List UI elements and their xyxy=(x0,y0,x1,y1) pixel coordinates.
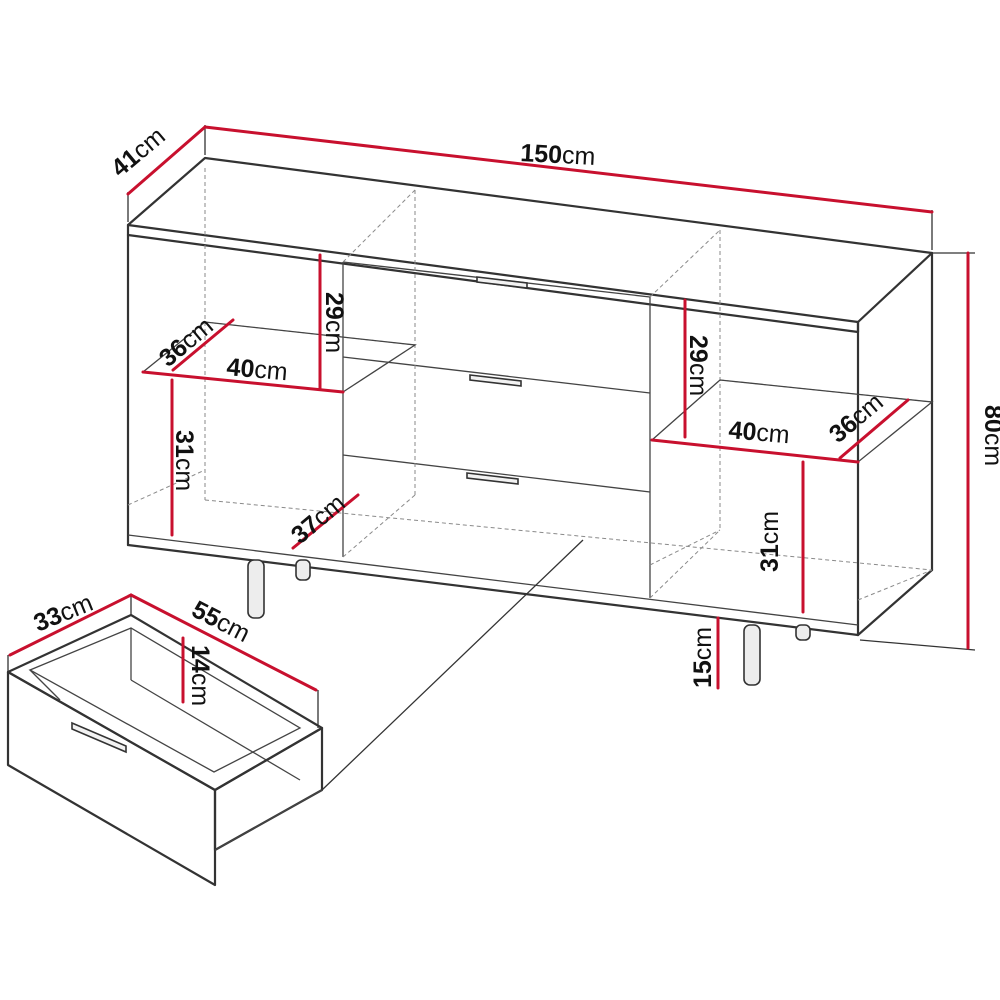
right-shelf-depth-line xyxy=(838,398,910,460)
leg-front-left xyxy=(247,559,265,619)
drawer-handle-middle xyxy=(469,374,522,387)
left-bottom-depth-line xyxy=(291,493,360,550)
drawer-depth-line xyxy=(129,593,318,692)
drawer-handle-top xyxy=(476,276,528,289)
label-height: 80cm xyxy=(979,405,1000,466)
left-shelf-width-line xyxy=(141,370,345,394)
drawer-side-panel xyxy=(213,726,324,852)
drawer-detail xyxy=(6,613,324,887)
sideboard-body xyxy=(126,156,934,637)
drawer-rim xyxy=(6,613,324,792)
left-shelf-depth-line xyxy=(171,318,235,372)
drawer-divider-1 xyxy=(342,356,651,394)
width-150-line xyxy=(203,125,934,214)
shelves xyxy=(141,321,934,463)
drawer-detail-handle xyxy=(71,721,127,754)
label-left-shelf-width: 40cm xyxy=(225,353,288,386)
plinth-line xyxy=(127,534,859,626)
legs xyxy=(247,559,811,686)
right-bottom-edge xyxy=(856,568,934,637)
drawer-handle-bottom xyxy=(466,472,519,485)
bottom-front-edge xyxy=(126,543,860,637)
label-right-lower-height: 31cm xyxy=(756,511,784,572)
drawer-front-panel xyxy=(6,670,217,887)
label-drawer-width: 33cm xyxy=(30,589,97,638)
detail-connector-line xyxy=(321,539,584,791)
label-depth: 41cm xyxy=(106,122,171,183)
right-shelf-width-line xyxy=(650,438,860,464)
label-leg-height: 15cm xyxy=(689,627,717,688)
label-left-shelf-depth: 36cm xyxy=(154,312,219,373)
label-right-shelf-width: 40cm xyxy=(727,416,790,449)
dimension-lines xyxy=(7,125,976,728)
label-left-shelf-height: 29cm xyxy=(320,292,348,353)
leg-front-right xyxy=(743,624,761,686)
label-width: 150cm xyxy=(520,139,596,171)
drawer-divider-2 xyxy=(342,454,651,493)
label-left-lower-height: 31cm xyxy=(170,430,198,491)
label-drawer-height: 14cm xyxy=(186,645,214,706)
label-left-bottom-depth: 37cm xyxy=(286,489,351,550)
sideboard-top xyxy=(126,156,934,324)
drawer-width-line xyxy=(8,593,133,657)
leg-back-left xyxy=(295,559,311,581)
drawer-inner-rim xyxy=(28,627,302,773)
leg-back-right xyxy=(795,624,811,641)
depth-41-line xyxy=(126,125,207,196)
label-right-shelf-height: 29cm xyxy=(684,335,712,396)
